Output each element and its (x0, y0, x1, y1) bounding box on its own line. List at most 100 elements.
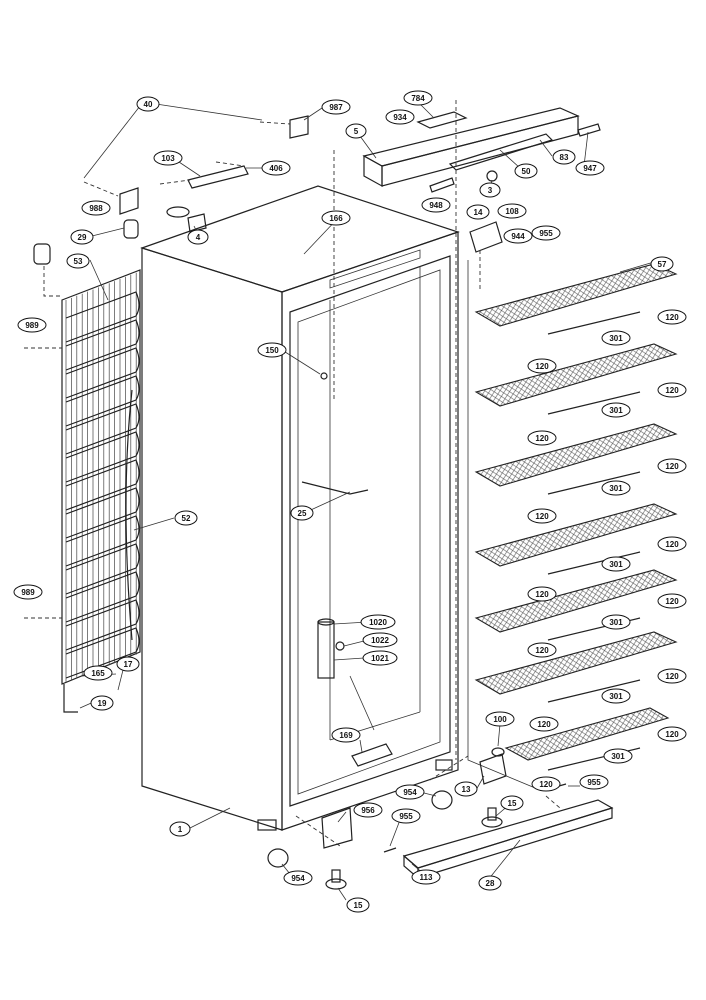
callout-120g: 120 (657, 536, 687, 552)
callout-1020: 1020 (360, 614, 396, 630)
callout-number: 120 (665, 540, 679, 549)
coil-tube-loop (65, 487, 140, 539)
callout-number: 120 (535, 512, 549, 521)
callout-150: 150 (257, 342, 287, 358)
condenser-coil (61, 269, 141, 713)
callout-number: 150 (265, 346, 279, 355)
callout-number: 301 (609, 406, 623, 415)
callout-120j: 120 (527, 642, 557, 658)
shelf-support-rail (547, 311, 641, 335)
callout-number: 57 (658, 260, 667, 269)
callout-number: 120 (535, 590, 549, 599)
callout-166: 166 (321, 210, 351, 226)
callout-301d: 301 (601, 556, 631, 572)
callout-19: 19 (90, 695, 114, 711)
callout-120b: 120 (527, 358, 557, 374)
callout-number: 954 (403, 788, 417, 797)
callout-number: 120 (665, 386, 679, 395)
callout-52: 52 (174, 510, 198, 526)
callout-number: 301 (609, 560, 623, 569)
coil-tube-loop (65, 375, 140, 427)
callout-40: 40 (136, 96, 160, 112)
callout-number: 406 (269, 164, 283, 173)
callout-number: 53 (74, 257, 83, 266)
wire-shelf (474, 263, 678, 327)
callout-4: 4 (187, 229, 209, 245)
callout-29: 29 (70, 229, 94, 245)
callout-number: 17 (124, 660, 133, 669)
callout-oval (395, 784, 425, 800)
shelf-support-rail (547, 471, 641, 495)
callout-28: 28 (478, 875, 502, 891)
top-rail-assembly (33, 107, 601, 265)
callout-oval (345, 123, 367, 139)
callout-oval (527, 586, 557, 602)
callout-103: 103 (153, 150, 183, 166)
callout-120l: 120 (529, 716, 559, 732)
callout-number: 169 (339, 731, 353, 740)
callout-number: 103 (161, 154, 175, 163)
callout-number: 120 (665, 672, 679, 681)
callout-number: 108 (505, 207, 519, 216)
callout-956: 956 (353, 802, 383, 818)
callout-17: 17 (116, 656, 140, 672)
callout-oval (116, 656, 140, 672)
callout-120i: 120 (657, 593, 687, 609)
callout-oval (601, 556, 631, 572)
callout-number: 301 (611, 752, 625, 761)
callout-number: 988 (89, 204, 103, 213)
callout-oval (527, 430, 557, 446)
callout-number: 301 (609, 334, 623, 343)
callout-oval (391, 808, 421, 824)
callout-3: 3 (479, 182, 501, 198)
callout-number: 301 (609, 618, 623, 627)
wire-shelf (474, 343, 678, 407)
callout-number: 13 (462, 785, 471, 794)
callout-oval (601, 614, 631, 630)
callout-number: 1022 (371, 636, 389, 645)
callout-number: 301 (609, 484, 623, 493)
callout-oval (90, 695, 114, 711)
callout-100: 100 (485, 711, 515, 727)
callout-120k: 120 (657, 668, 687, 684)
callout-301f: 301 (601, 688, 631, 704)
callout-number: 29 (78, 233, 87, 242)
callout-oval (601, 402, 631, 418)
shelf-support-rail (547, 679, 641, 703)
callout-oval (321, 99, 351, 115)
callout-oval (478, 875, 502, 891)
callout-oval (552, 149, 576, 165)
coil-tube-loop (65, 543, 140, 595)
callout-oval (136, 96, 160, 112)
callout-number: 120 (539, 780, 553, 789)
callout-oval (527, 508, 557, 524)
callout-number: 947 (583, 164, 597, 173)
callout-oval (500, 795, 524, 811)
interior-fittings (301, 372, 393, 767)
callout-947: 947 (575, 160, 605, 176)
callout-oval (657, 382, 687, 398)
callout-oval (579, 774, 609, 790)
callout-oval (657, 309, 687, 325)
coil-tube-loop (65, 431, 140, 483)
wire-shelf (474, 631, 678, 695)
callout-number: 955 (587, 778, 601, 787)
callout-113: 113 (411, 869, 441, 885)
wire-shelf (474, 503, 678, 567)
callout-number: 28 (486, 879, 495, 888)
callout-120d: 120 (527, 430, 557, 446)
callout-955a: 955 (531, 225, 561, 241)
callout-oval (385, 109, 415, 125)
coil-tube-loop (65, 291, 140, 343)
callout-number: 1021 (371, 654, 389, 663)
callout-oval (657, 593, 687, 609)
callout-784: 784 (403, 90, 433, 106)
coil-tube-loop (65, 319, 140, 371)
callout-989a: 989 (17, 317, 47, 333)
callout-oval (657, 458, 687, 474)
base-parts (267, 747, 614, 890)
callout-oval (529, 716, 559, 732)
callout-number: 113 (420, 873, 433, 882)
callout-53: 53 (66, 253, 90, 269)
